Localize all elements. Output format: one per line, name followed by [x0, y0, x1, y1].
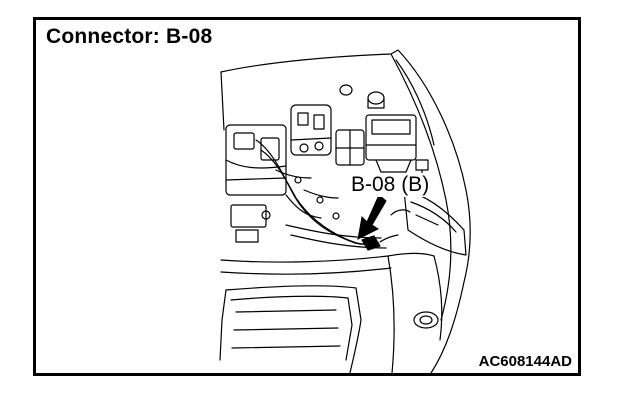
figure-code: AC608144AD — [478, 353, 572, 370]
connector-b08 — [361, 235, 381, 251]
connector-callout-label: B-08 (B) — [349, 173, 432, 197]
fender-outline — [220, 49, 471, 373]
headlamp-outline — [403, 189, 467, 256]
reservoir-cap — [367, 91, 385, 105]
engine-bay-illustration — [219, 49, 471, 373]
bumper-top-line — [220, 252, 435, 263]
figure-title: Connector: B-08 — [46, 25, 213, 48]
wiring-harness — [255, 139, 367, 245]
figure-frame: Connector: B-08 B-08 (B) AC608144AD — [33, 17, 581, 376]
fender-inner-edge — [390, 53, 452, 321]
callout-arrow — [357, 194, 387, 240]
lower-grille-outline — [225, 285, 362, 373]
fog-lamp — [413, 311, 439, 329]
battery-box — [365, 114, 417, 161]
